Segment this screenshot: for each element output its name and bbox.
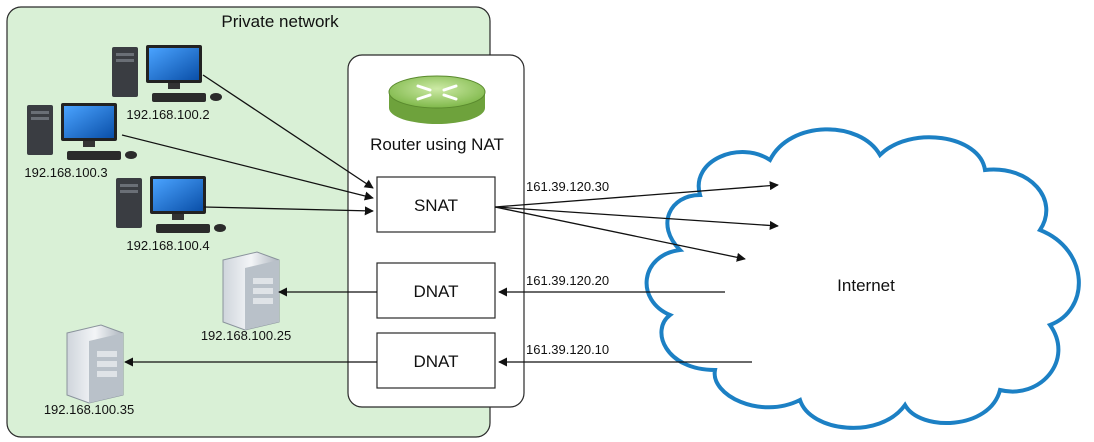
arrow-pc2-to-snat [121, 134, 374, 201]
arrow-snat-to-internet-2 [494, 206, 779, 230]
arrow-pc1-to-snat [202, 74, 374, 189]
public-ip-snat: 161.39.120.30 [526, 179, 609, 194]
internet-label: Internet [837, 276, 895, 295]
desktop-pc-icon-3 [116, 176, 226, 233]
router-icon [388, 75, 486, 124]
public-ip-dnat-upper: 161.39.120.20 [526, 273, 609, 288]
dnat-label-upper: DNAT [413, 282, 458, 301]
snat-label: SNAT [414, 196, 458, 215]
dnat-label-lower: DNAT [413, 352, 458, 371]
host-ip-192-168-100-4: 192.168.100.4 [126, 238, 209, 253]
private-network-label: Private network [221, 12, 339, 31]
server-icon-1 [222, 251, 280, 331]
snat-box [376, 176, 496, 233]
server-icon-2 [66, 324, 124, 404]
public-ip-dnat-lower: 161.39.120.10 [526, 342, 609, 357]
arrow-snat-to-internet-3 [494, 206, 746, 262]
router-label: Router using NAT [370, 135, 504, 154]
desktop-pc-icon-2 [27, 103, 137, 160]
desktop-pc-icon-1 [112, 45, 222, 102]
host-ip-192-168-100-35: 192.168.100.35 [44, 402, 134, 417]
arrow-pc3-to-snat [203, 206, 374, 216]
host-ip-192-168-100-3: 192.168.100.3 [24, 165, 107, 180]
connector-arrows [121, 74, 779, 367]
arrow-snat-to-internet-1 [494, 181, 779, 208]
dnat-box-lower [376, 332, 496, 389]
dnat-box-upper [376, 262, 496, 319]
internet-cloud [644, 127, 1081, 430]
host-ip-192-168-100-2: 192.168.100.2 [126, 107, 209, 122]
host-ip-192-168-100-25: 192.168.100.25 [201, 328, 291, 343]
